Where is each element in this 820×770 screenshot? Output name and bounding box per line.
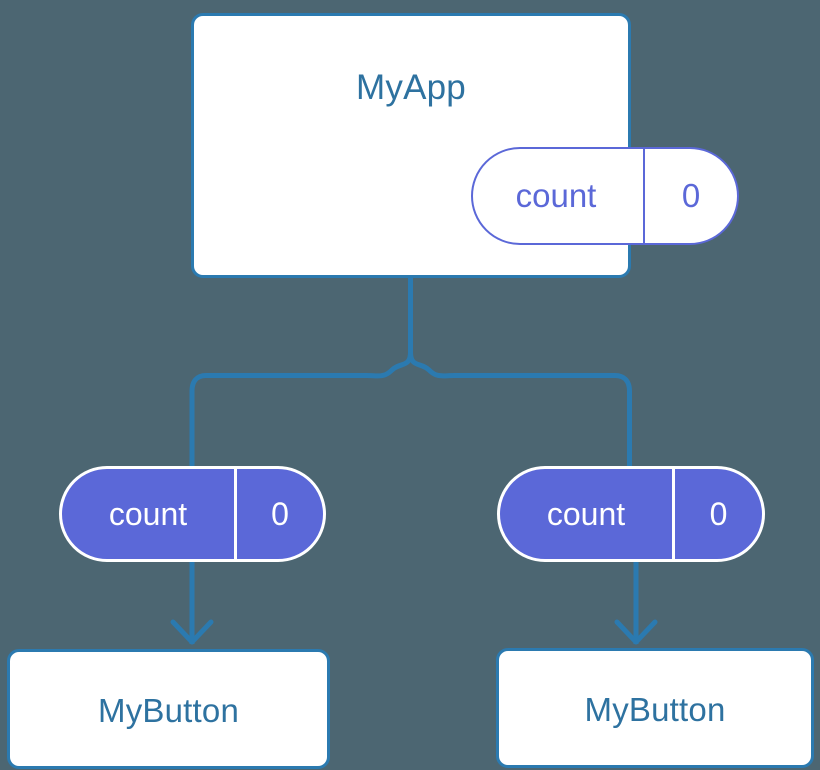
component-box-mybutton-right[interactable]: MyButton — [496, 648, 814, 768]
state-node-left-key: count — [62, 469, 237, 559]
component-title-mybutton-right: MyButton — [584, 691, 726, 728]
component-box-mybutton-left[interactable]: MyButton — [7, 649, 330, 769]
state-pill-root-value: 0 — [681, 177, 701, 214]
component-box-myapp[interactable]: MyApp count 0 — [191, 13, 739, 278]
edge-fork-to-state-left — [189, 351, 413, 467]
state-node-left[interactable]: count 0 — [59, 466, 326, 562]
state-pill-root-key: count — [473, 149, 645, 243]
component-title-mybutton-left: MyButton — [98, 692, 239, 729]
arrowhead-right-icon — [614, 619, 658, 645]
arrowhead-left-icon — [170, 619, 214, 645]
state-pill-root[interactable]: count 0 — [471, 147, 739, 245]
state-node-right-key: count — [500, 469, 675, 559]
state-node-left-value: 0 — [271, 495, 289, 532]
component-title-myapp: MyApp — [356, 68, 466, 107]
edge-fork-to-state-right — [408, 351, 632, 467]
state-node-right[interactable]: count 0 — [497, 466, 765, 562]
state-node-right-value: 0 — [709, 495, 728, 532]
